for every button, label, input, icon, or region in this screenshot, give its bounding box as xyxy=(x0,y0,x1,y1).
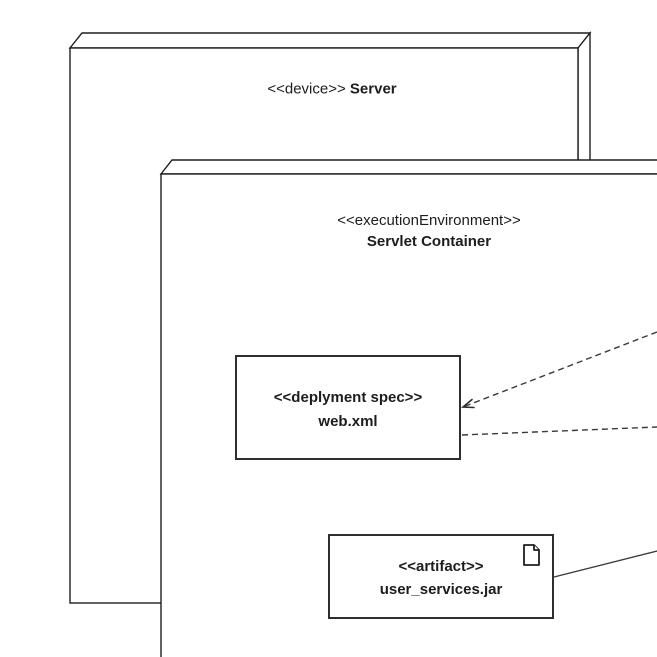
server-stereotype: <<device>> xyxy=(267,80,346,98)
webxml-label: <<deplyment spec>> web.xml xyxy=(274,386,422,434)
artifact-box-shape xyxy=(328,534,554,619)
dashed-dependency-line xyxy=(461,426,657,436)
server-name: Server xyxy=(349,80,397,98)
dashed-dependency-arrow xyxy=(460,331,657,409)
webxml-stereotype: <<deplyment spec>> xyxy=(273,389,423,406)
webxml-name: web.xml xyxy=(318,413,378,430)
servlet-container-stereotype: <<executionEnvironment>> xyxy=(337,212,521,229)
servlet-container-label: <<executionEnvironment>> Servlet Contain… xyxy=(337,210,520,252)
server-node-label: <<device>> Server xyxy=(267,79,396,100)
servlet-container-name: Servlet Container xyxy=(366,233,492,250)
webxml-box-shape xyxy=(235,355,461,460)
artifact-name: user_services.jar xyxy=(379,581,503,598)
artifact-stereotype: <<artifact>> xyxy=(398,558,484,575)
artifact-label: <<artifact>> user_services.jar xyxy=(380,555,503,601)
document-icon xyxy=(523,544,540,566)
solid-association-line xyxy=(553,550,657,578)
